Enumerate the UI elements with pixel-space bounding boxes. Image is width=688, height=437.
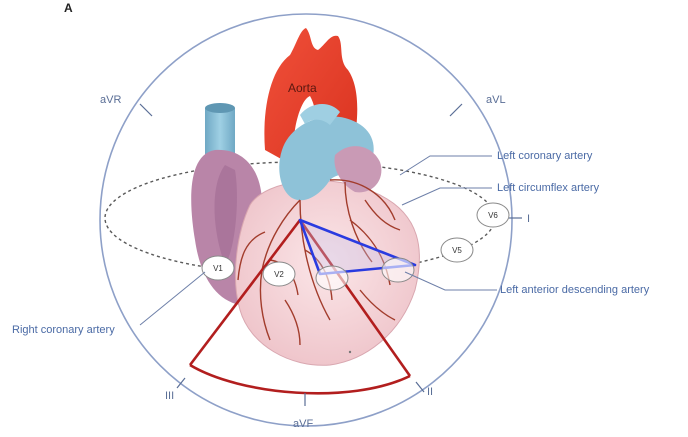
right-coronary-label: Right coronary artery: [12, 324, 115, 336]
svg-text:V6: V6: [488, 211, 498, 220]
aorta-label: Aorta: [288, 81, 317, 95]
svg-text:V2: V2: [274, 270, 284, 279]
lead-i-label: I: [527, 213, 530, 225]
lead-iii-label: III: [165, 390, 174, 402]
svg-text:V5: V5: [452, 246, 462, 255]
electrode-v4: [382, 258, 414, 282]
left-circumflex-label: Left circumflex artery: [497, 182, 600, 194]
lead-avf-label: aVF: [293, 418, 313, 430]
panel-letter: A: [64, 1, 73, 15]
electrode-v2: V2: [263, 262, 295, 286]
speck: [349, 351, 351, 353]
lad-label: Left anterior descending artery: [500, 284, 650, 296]
left-coronary-label: Left coronary artery: [497, 150, 593, 162]
svg-text:V1: V1: [213, 264, 223, 273]
electrode-v5: V5: [441, 238, 473, 262]
electrode-v6: V6: [477, 203, 509, 227]
lead-avr-label: aVR: [100, 94, 121, 106]
lead-avl-label: aVL: [486, 94, 506, 106]
lead-ii-label: II: [427, 386, 433, 398]
electrode-v1: V1: [202, 256, 234, 280]
electrode-v3: [316, 266, 348, 290]
